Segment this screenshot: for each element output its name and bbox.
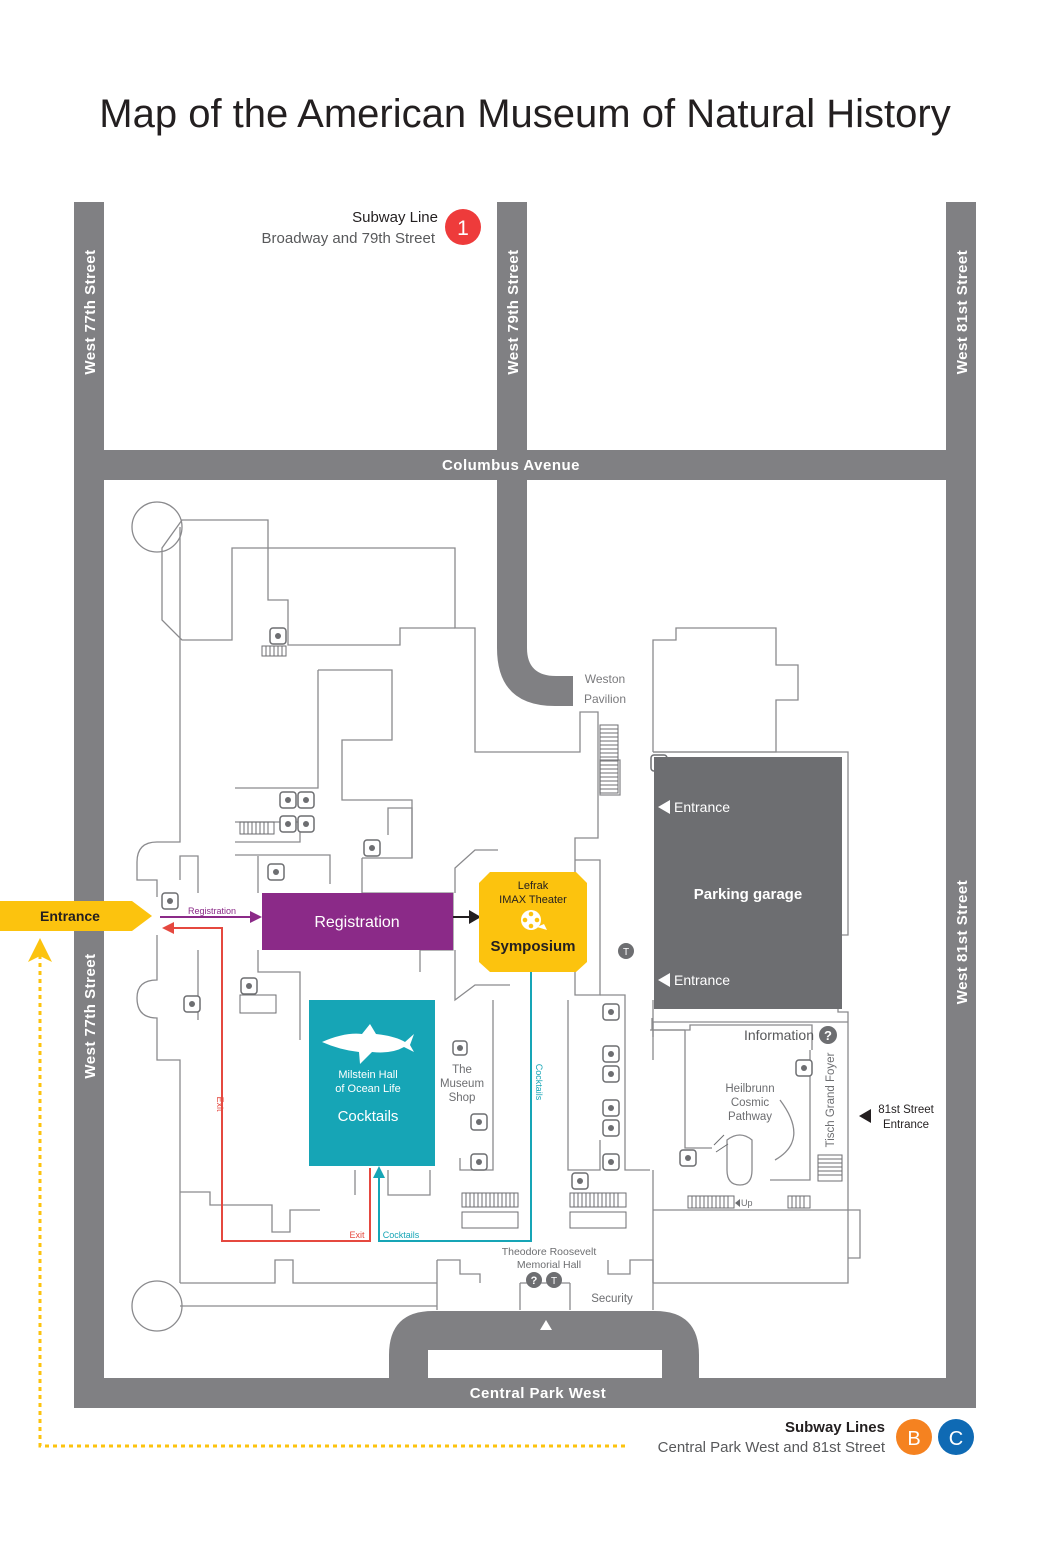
- stairs-icons: [239, 645, 843, 1229]
- exit-label-horizontal: Exit: [349, 1230, 365, 1240]
- street-label-w77-bottom: West 77th Street: [82, 953, 99, 1078]
- cocktails-label: Cocktails: [338, 1108, 399, 1125]
- street-label-w77-top: West 77th Street: [82, 249, 99, 374]
- imax-theater[interactable]: Lefrak IMAX Theater Symposium: [479, 872, 587, 972]
- security-label: Security: [591, 1293, 633, 1305]
- up-label: Up: [741, 1198, 753, 1208]
- imax-line2: IMAX Theater: [499, 894, 567, 906]
- registration-arrow-label: Registration: [188, 906, 236, 916]
- information-label: Information: [744, 1027, 814, 1043]
- street-label-columbus: Columbus Avenue: [442, 457, 580, 474]
- subway-bottom-title: Subway Lines: [785, 1419, 885, 1436]
- page-title: Map of the American Museum of Natural Hi…: [99, 92, 950, 136]
- museum-shop-line3: Shop: [449, 1092, 476, 1104]
- subway-c-label: C: [949, 1428, 963, 1450]
- entrance-81-line2: Entrance: [883, 1119, 929, 1131]
- subway-c-icon: [938, 1419, 974, 1455]
- symposium-label: Symposium: [490, 938, 575, 955]
- entrance-81-arrow: [859, 1109, 871, 1123]
- parking-entrance-arrow-1: [658, 800, 670, 814]
- food-icon: [546, 1272, 562, 1288]
- exit-route: [172, 927, 371, 1242]
- subway-b-icon: [896, 1419, 932, 1455]
- subway-bottom-sub: Central Park West and 81st Street: [658, 1439, 886, 1456]
- main-entrance[interactable]: Entrance: [0, 901, 152, 931]
- information-icon: [526, 1272, 542, 1288]
- cocktails-label-horizontal: Cocktails: [383, 1230, 420, 1240]
- svg-text:?: ?: [531, 1275, 538, 1287]
- weston-pavilion-line1: Weston: [585, 672, 625, 686]
- roosevelt-line1: Theodore Roosevelt: [502, 1246, 597, 1258]
- entrance-81-line1: 81st Street: [878, 1104, 934, 1116]
- heilbrunn-line1: Heilbrunn: [725, 1083, 774, 1095]
- registration-box[interactable]: Registration: [262, 893, 453, 950]
- tisch-grand-foyer: Tisch Grand Foyer: [825, 1052, 837, 1147]
- food-icon: [618, 943, 634, 959]
- cocktails-route: [378, 972, 532, 1242]
- imax-line1: Lefrak: [518, 880, 549, 892]
- street-label-w79: West 79th Street: [505, 249, 522, 374]
- parking-entrance-arrow-2: [658, 973, 670, 987]
- subway-top-title: Subway Line: [352, 209, 438, 226]
- parking-entrance-1: Entrance: [674, 799, 730, 815]
- subway-1-icon: [445, 209, 481, 245]
- walking-route-arrow: [28, 938, 52, 962]
- museum-shop-line1: The: [452, 1064, 472, 1076]
- routes: [160, 910, 532, 1242]
- subway-bottom: Subway Lines Central Park West and 81st …: [658, 1419, 974, 1456]
- cpw-entrance-arrow: [540, 1320, 552, 1330]
- subway-1-label: 1: [457, 217, 469, 240]
- ocean-life-hall[interactable]: Milstein Hall of Ocean Life Cocktails: [309, 1000, 435, 1166]
- shark-icon: [322, 1024, 414, 1064]
- street-label-w81-top: West 81st Street: [954, 250, 971, 374]
- ocean-line1: Milstein Hall: [338, 1069, 397, 1081]
- entrance-label: Entrance: [40, 908, 100, 924]
- subway-top: Subway Line Broadway and 79th Street 1: [262, 209, 481, 247]
- svg-text:T: T: [551, 1276, 557, 1287]
- street-label-cpw: Central Park West: [470, 1385, 607, 1402]
- parking-garage[interactable]: Parking garage Entrance Entrance: [654, 757, 842, 1009]
- exit-label-vertical: Exit: [215, 1096, 225, 1112]
- walking-route: [38, 955, 625, 1448]
- weston-pavilion-line2: Pavilion: [584, 692, 626, 706]
- film-reel-icon: [521, 910, 547, 930]
- cocktails-label-vertical: Cocktails: [534, 1064, 544, 1101]
- parking-entrance-2: Entrance: [674, 972, 730, 988]
- svg-text:?: ?: [824, 1028, 832, 1043]
- parking-label: Parking garage: [694, 886, 802, 903]
- museum-shop-line2: Museum: [440, 1078, 484, 1090]
- street-label-w81-bottom: West 81st Street: [954, 880, 971, 1004]
- subway-top-sub: Broadway and 79th Street: [262, 230, 436, 247]
- registration-label: Registration: [314, 914, 399, 931]
- subway-b-label: B: [907, 1428, 920, 1450]
- heilbrunn-line2: Cosmic: [731, 1097, 770, 1109]
- roosevelt-line2: Memorial Hall: [517, 1259, 581, 1271]
- floor-plan: [131, 501, 861, 1332]
- ocean-line2: of Ocean Life: [335, 1083, 400, 1095]
- street-network: [74, 202, 976, 1408]
- heilbrunn-line3: Pathway: [728, 1111, 772, 1123]
- facility-glyphs: [167, 633, 807, 1184]
- information-icon: [819, 1026, 837, 1044]
- stairs-icon: [599, 724, 619, 794]
- svg-text:T: T: [623, 947, 629, 958]
